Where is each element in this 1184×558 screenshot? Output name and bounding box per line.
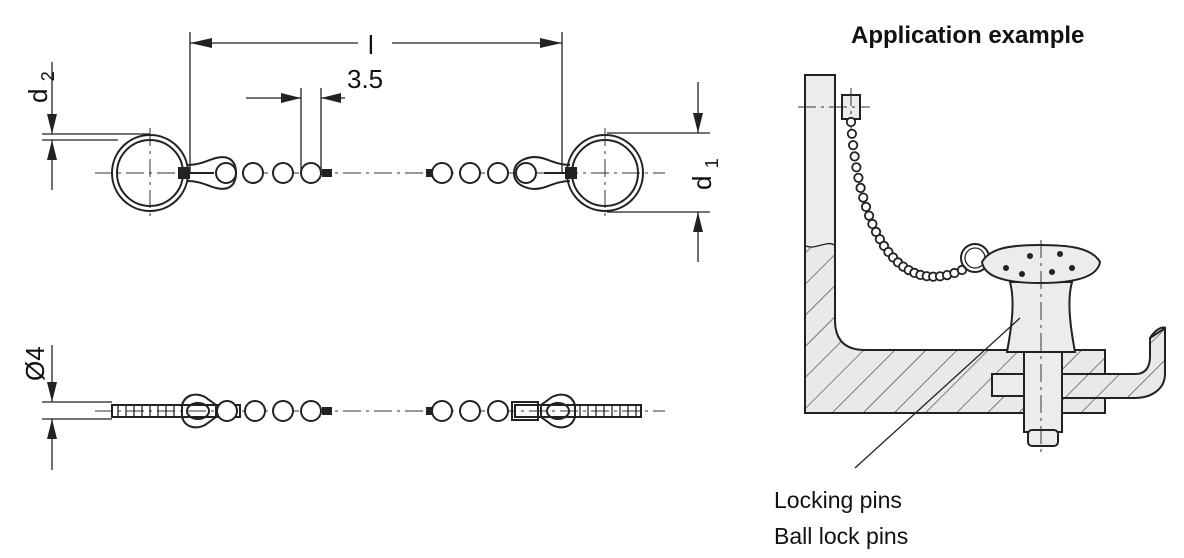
chain-ball [863,210,875,221]
dim-d1-text: d [687,176,717,190]
dim-length-label: l [368,30,374,60]
top-view: l 3.5 d 2 [23,30,722,262]
right-ball-chain [426,162,537,184]
chain-ball [867,218,878,230]
dim-dia4-label: Ø4 [20,346,50,381]
dim-d2-text: d [23,89,53,103]
side-view: Ø4 [20,345,665,470]
chain-ball [849,151,860,162]
chain-ball [855,182,866,193]
chain-ball [845,116,857,128]
label-ball-lock-pins: Ball lock pins [774,523,908,549]
dimension-dia4: Ø4 [20,345,112,470]
label-locking-pins: Locking pins [774,487,902,513]
chain-ball [860,201,872,212]
left-ring [111,128,189,218]
dim-pitch-label: 3.5 [347,64,383,94]
application-chain [845,116,968,282]
chain-ball [847,140,859,151]
ball-lock-pin [980,240,1102,455]
leader-line [854,317,1021,469]
left-side-connector [181,393,217,429]
dim-d2-label: d 2 [23,71,58,103]
chain-ball [851,162,862,173]
insert-plate [991,373,1028,397]
left-side-balls [216,400,332,422]
left-flat-ring [111,404,241,418]
dimension-d1: d 1 [607,82,722,262]
chain-ball [853,172,864,183]
right-side-balls [426,400,509,422]
dimension-d2: d 2 [23,62,150,190]
chain-ball [858,192,869,203]
application-title: Application example [851,22,1084,49]
dimension-pitch: 3.5 [246,64,383,172]
right-flat-ring [514,404,642,418]
left-ball-chain [215,162,332,184]
right-ring [566,128,644,218]
dim-d1-label: d 1 [687,158,722,190]
application-example: Application example [774,22,1166,549]
dim-dia4-text: Ø4 [20,346,50,381]
dimension-length: l [189,30,563,172]
chain-ball [846,128,858,139]
